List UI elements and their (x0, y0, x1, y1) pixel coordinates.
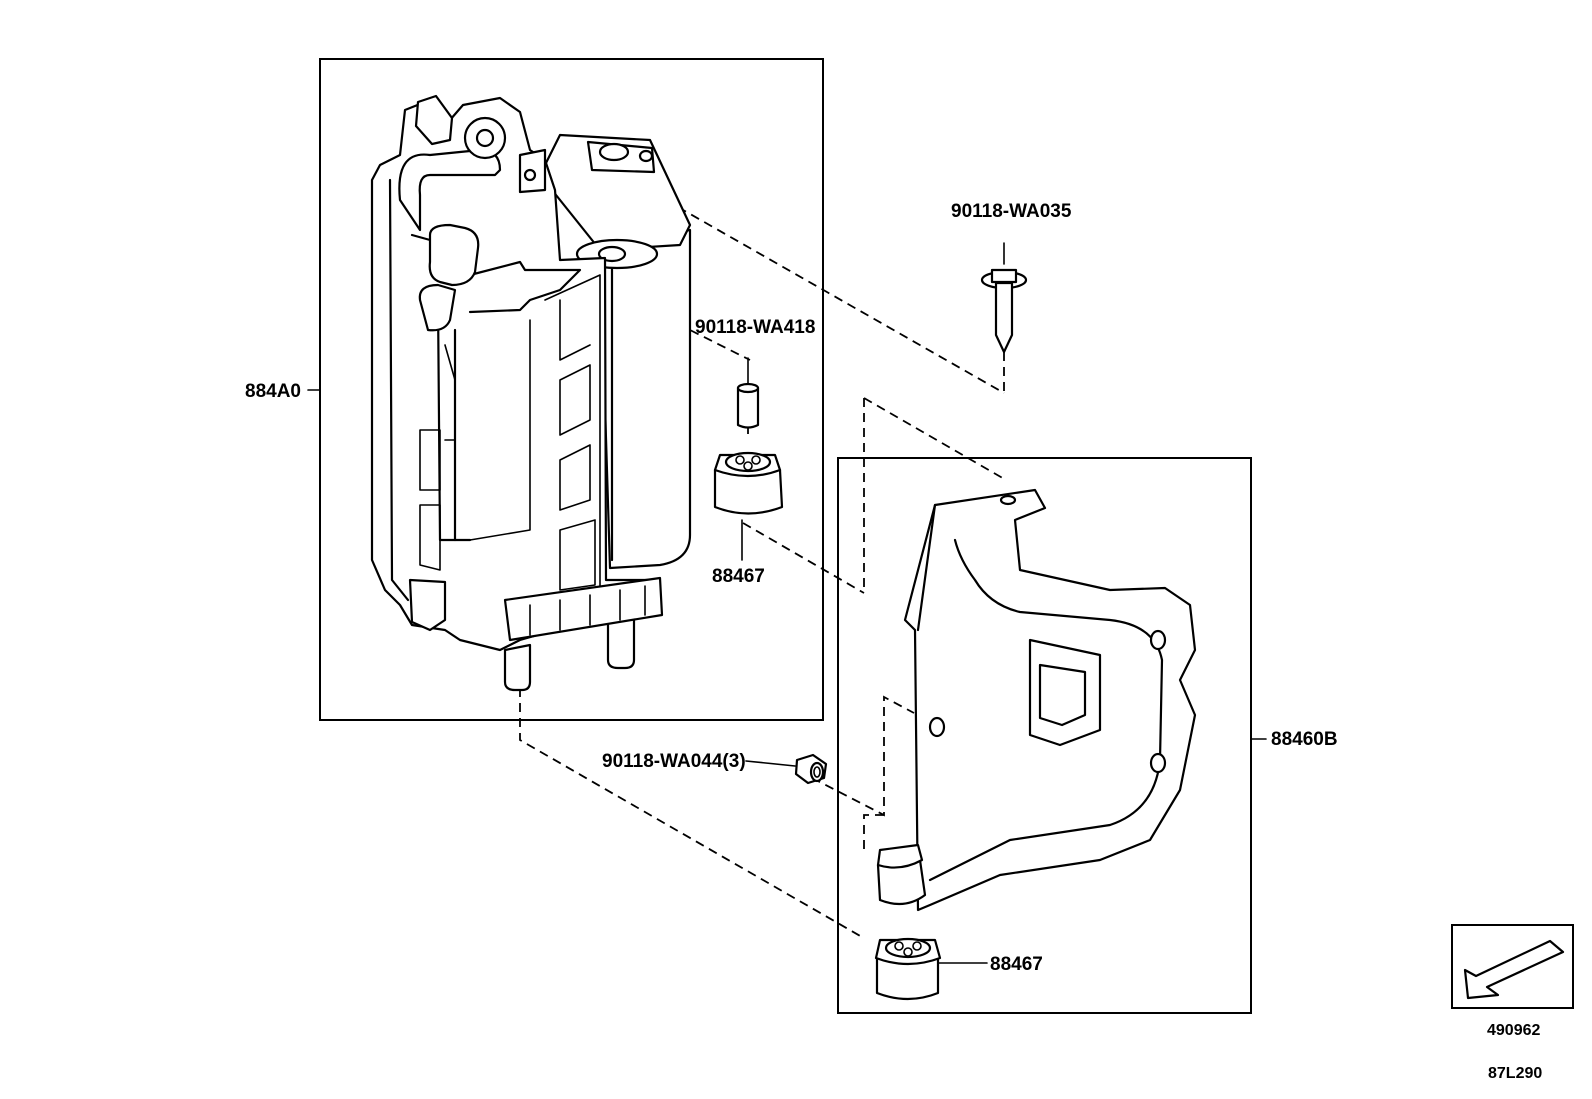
canister-assembly-drawing (370, 94, 692, 692)
front-arrow-icon (1463, 939, 1565, 1000)
label-collar: 90118-WA418 (695, 317, 815, 338)
nut-drawing (745, 753, 828, 785)
legend-code: 490962 (1487, 1022, 1540, 1039)
label-canister-assembly: 884A0 (245, 381, 301, 402)
cushion-lower-drawing (874, 937, 988, 1001)
front-arrow-legend (1451, 924, 1574, 1009)
diagram-code: 87L290 (1488, 1065, 1542, 1082)
bracket-drawing (876, 488, 1197, 912)
label-cushion-upper: 88467 (712, 566, 765, 587)
cushion-upper-drawing (713, 451, 784, 561)
collar-drawing (736, 357, 760, 429)
bolt-drawing (980, 242, 1028, 393)
label-nut: 90118-WA044(3) (602, 751, 746, 772)
label-bracket: 88460B (1271, 729, 1338, 750)
label-bolt: 90118-WA035 (951, 201, 1072, 222)
label-cushion-lower: 88467 (990, 954, 1043, 975)
bracket-group-box (837, 457, 1252, 1014)
